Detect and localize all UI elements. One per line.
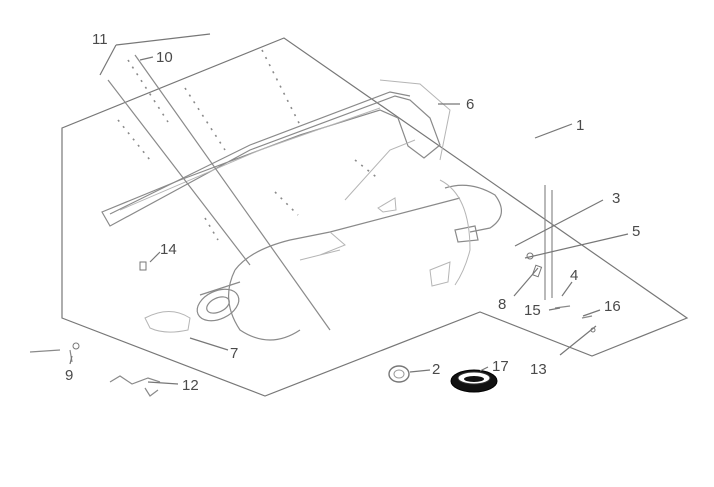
small-ring-2: [388, 365, 410, 383]
callout-6: 6: [466, 96, 474, 113]
upper-cowl-part: [101, 79, 451, 227]
callout-12: 12: [182, 377, 199, 394]
callout-5: 5: [632, 223, 640, 240]
hub-coupling-part: [144, 281, 241, 333]
callout-10: 10: [156, 49, 173, 66]
clip-12: [109, 375, 161, 397]
black-seal-ring-17: [450, 369, 498, 393]
callout-4: 4: [570, 267, 578, 284]
callout-9: 9: [65, 367, 73, 384]
fastener-rows: [117, 49, 381, 241]
long-bolt-11: [107, 79, 251, 266]
screw-9: [29, 342, 80, 363]
leader-lines: [69, 33, 629, 385]
callout-14: 14: [160, 241, 177, 258]
callout-labels: 1 2 3 4 5 6 7 8 9 10 11 12 13 14 15 16 1…: [65, 31, 640, 394]
callout-7: 7: [230, 345, 238, 362]
long-bolt-10: [134, 54, 331, 331]
stud-14: [139, 261, 147, 271]
callout-15: 15: [524, 302, 541, 319]
callout-13: 13: [530, 361, 547, 378]
main-body-part: [227, 139, 502, 341]
callout-2: 2: [432, 361, 440, 378]
callout-16: 16: [604, 298, 621, 315]
callout-8: 8: [498, 296, 506, 313]
callout-11: 11: [92, 31, 108, 48]
assembly-boundary: [61, 37, 689, 397]
callout-3: 3: [612, 190, 620, 207]
callout-1: 1: [576, 117, 584, 134]
callout-17: 17: [492, 358, 509, 375]
